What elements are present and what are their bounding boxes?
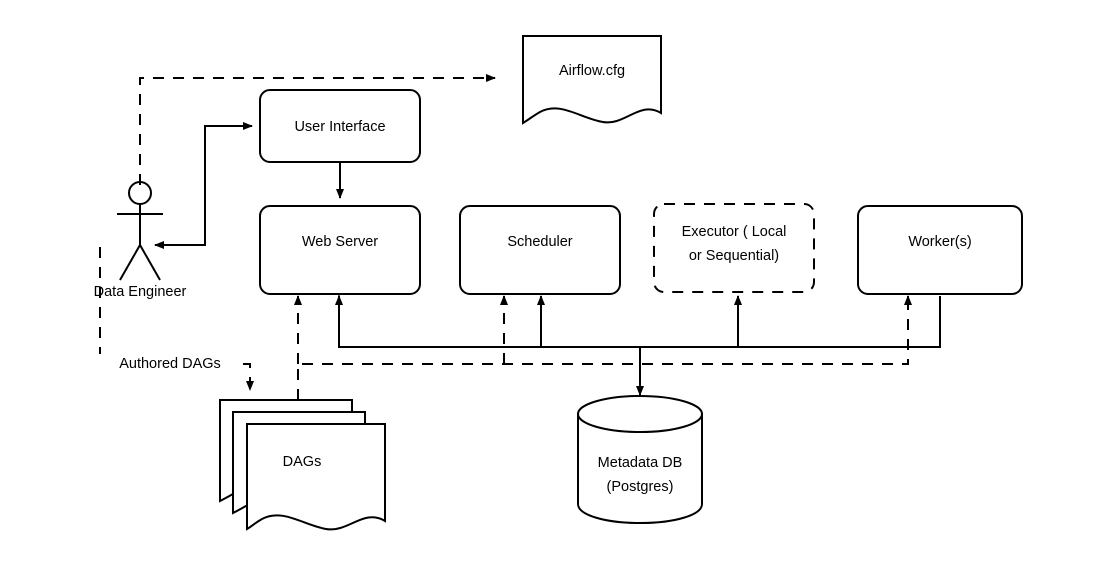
node-workers[interactable]: Worker(s) <box>857 205 1023 295</box>
node-scheduler[interactable]: Scheduler <box>459 205 621 295</box>
edge-actor-to-dags <box>99 247 254 391</box>
node-dags[interactable]: DAGs <box>219 399 386 531</box>
edge-user-interface-to-actor <box>154 126 206 249</box>
node-metadata-db-label-line1: Metadata DB <box>598 455 683 471</box>
edge-metadata-db-bus-solid <box>335 287 941 348</box>
node-metadata-db[interactable]: Metadata DB (Postgres) <box>577 395 703 525</box>
node-web-server[interactable]: Web Server <box>259 205 421 295</box>
node-data-engineer-label: Data Engineer <box>94 284 187 300</box>
node-scheduler-label: Scheduler <box>507 234 572 250</box>
node-user-interface-label: User Interface <box>294 119 385 135</box>
node-dags-label: DAGs <box>283 454 322 470</box>
edge-label-authored-dags: Authored DAGs <box>99 354 241 374</box>
node-airflow-cfg-label: Airflow.cfg <box>559 63 625 79</box>
edge-actor-to-user-interface <box>204 122 253 245</box>
node-executor-label-line1: Executor ( Local <box>682 224 787 240</box>
node-data-engineer-actor[interactable]: Data Engineer <box>94 181 187 300</box>
node-workers-label: Worker(s) <box>908 234 971 250</box>
node-executor[interactable]: Executor ( Local or Sequential) <box>653 203 815 293</box>
edge-actor-to-airflow-cfg <box>139 74 496 185</box>
edge-dags-bus-dashed <box>294 295 912 400</box>
node-web-server-label: Web Server <box>302 234 378 250</box>
node-airflow-cfg[interactable]: Airflow.cfg <box>522 35 662 125</box>
node-user-interface[interactable]: User Interface <box>259 89 421 163</box>
edge-label-authored-dags-text: Authored DAGs <box>119 356 221 372</box>
node-executor-label-line2: or Sequential) <box>689 248 779 264</box>
node-metadata-db-label-line2: (Postgres) <box>607 479 674 495</box>
